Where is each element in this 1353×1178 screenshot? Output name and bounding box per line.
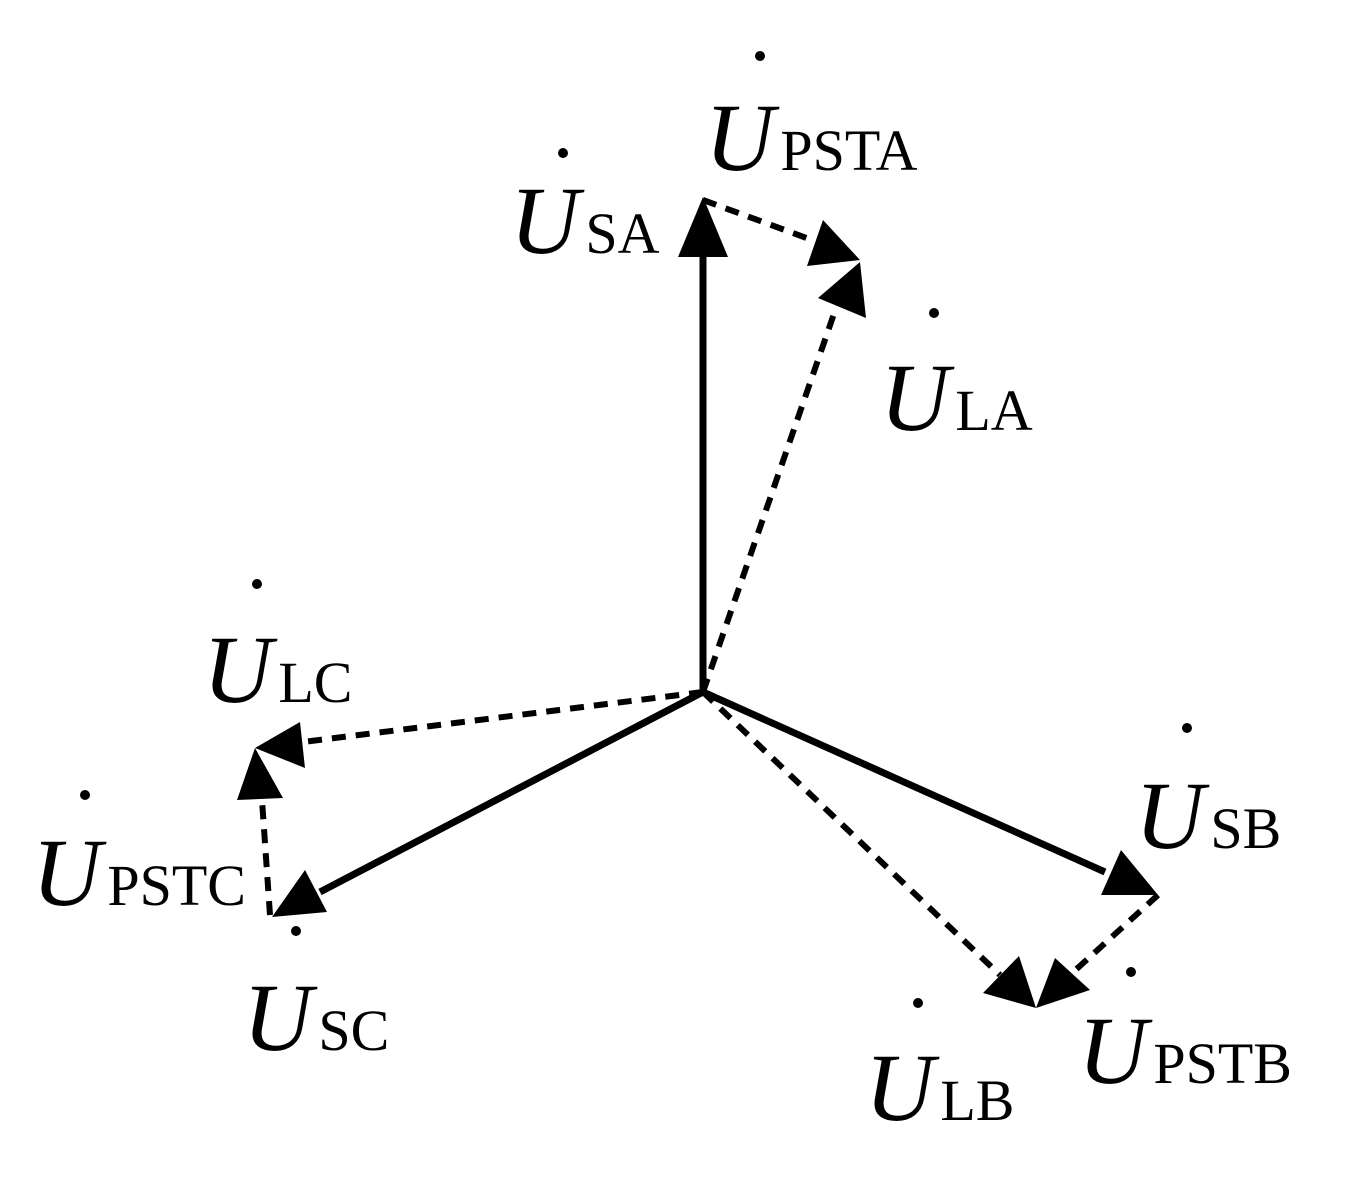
- phasor-usb: [701, 688, 1158, 895]
- svg-text:ULC: ULC: [203, 616, 352, 723]
- phasor-ulc: [255, 689, 704, 768]
- phasor-usa: [678, 197, 728, 692]
- phasor-upsta: [701, 197, 860, 266]
- phasor-usc: [272, 688, 705, 917]
- svg-text:USA: USA: [510, 167, 660, 274]
- svg-text:USB: USB: [1135, 762, 1281, 869]
- phasor-upstc: [237, 748, 283, 916]
- svg-text:USC: USC: [243, 964, 389, 1071]
- phasor-upstb: [1036, 892, 1161, 1008]
- svg-text:ULA: ULA: [880, 344, 1033, 451]
- svg-text:ULB: ULB: [865, 1034, 1014, 1141]
- phasor-ula: [700, 262, 866, 693]
- phasor-ulb: [700, 689, 1036, 1008]
